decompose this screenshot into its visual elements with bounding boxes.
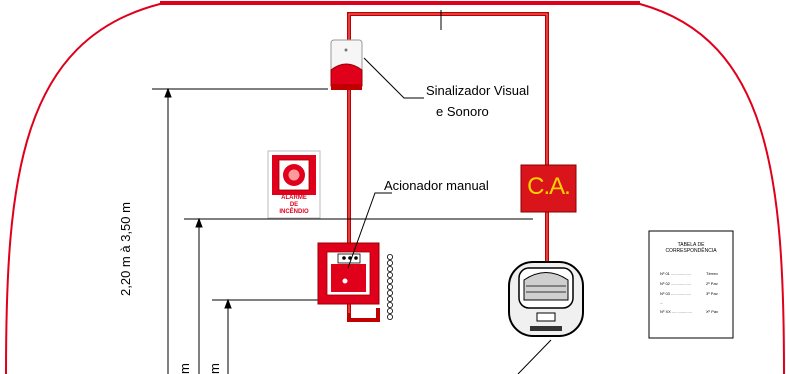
alarm-sign-line2: DE xyxy=(289,202,299,208)
manual-leader xyxy=(347,192,392,269)
table-row-right: Xº Pav xyxy=(706,309,719,314)
manual-label: Acionador manual xyxy=(384,178,489,193)
central-panel-icon xyxy=(508,261,584,337)
table-row-right: 2º Pav xyxy=(706,281,718,286)
table-title-2: CORRESPONDÊNCIA xyxy=(665,248,717,254)
manual-call-point-icon xyxy=(317,242,380,305)
signal-leader xyxy=(363,57,424,99)
siren-icon xyxy=(330,39,363,90)
table-card-frame xyxy=(648,230,734,339)
table-row-left: Nº 02 .................. xyxy=(660,281,692,286)
table-row-left: ... xyxy=(660,300,664,305)
alarm-sign xyxy=(267,150,321,219)
ca-label: C.A. xyxy=(527,173,571,200)
table-row-left: Nº 01 .................. xyxy=(660,271,692,276)
alarm-sign-line3: INCÊNDIO xyxy=(279,209,309,215)
dimension-lines xyxy=(152,87,533,374)
alarm-sign-line1: ALARME xyxy=(281,195,307,201)
height-label: 2,20 m à 3,50 m xyxy=(118,202,133,296)
signal-label-line2: e Sonoro xyxy=(436,104,489,119)
table-title-1: TABELA DE xyxy=(677,242,705,248)
signal-label-line1: Sinalizador Visual xyxy=(426,83,530,98)
coil xyxy=(386,253,393,320)
panel-leader xyxy=(517,339,552,374)
table-row-left: Nº 03 .................. xyxy=(660,291,692,296)
ca-sign xyxy=(520,164,577,213)
table-row-right: 3º Pav xyxy=(706,291,718,296)
height-unit-2: m xyxy=(207,363,222,374)
height-unit-1: m xyxy=(177,363,192,374)
table-row-right: Térreo xyxy=(706,271,718,276)
table-row-left: Nº XX .................. xyxy=(660,309,692,314)
